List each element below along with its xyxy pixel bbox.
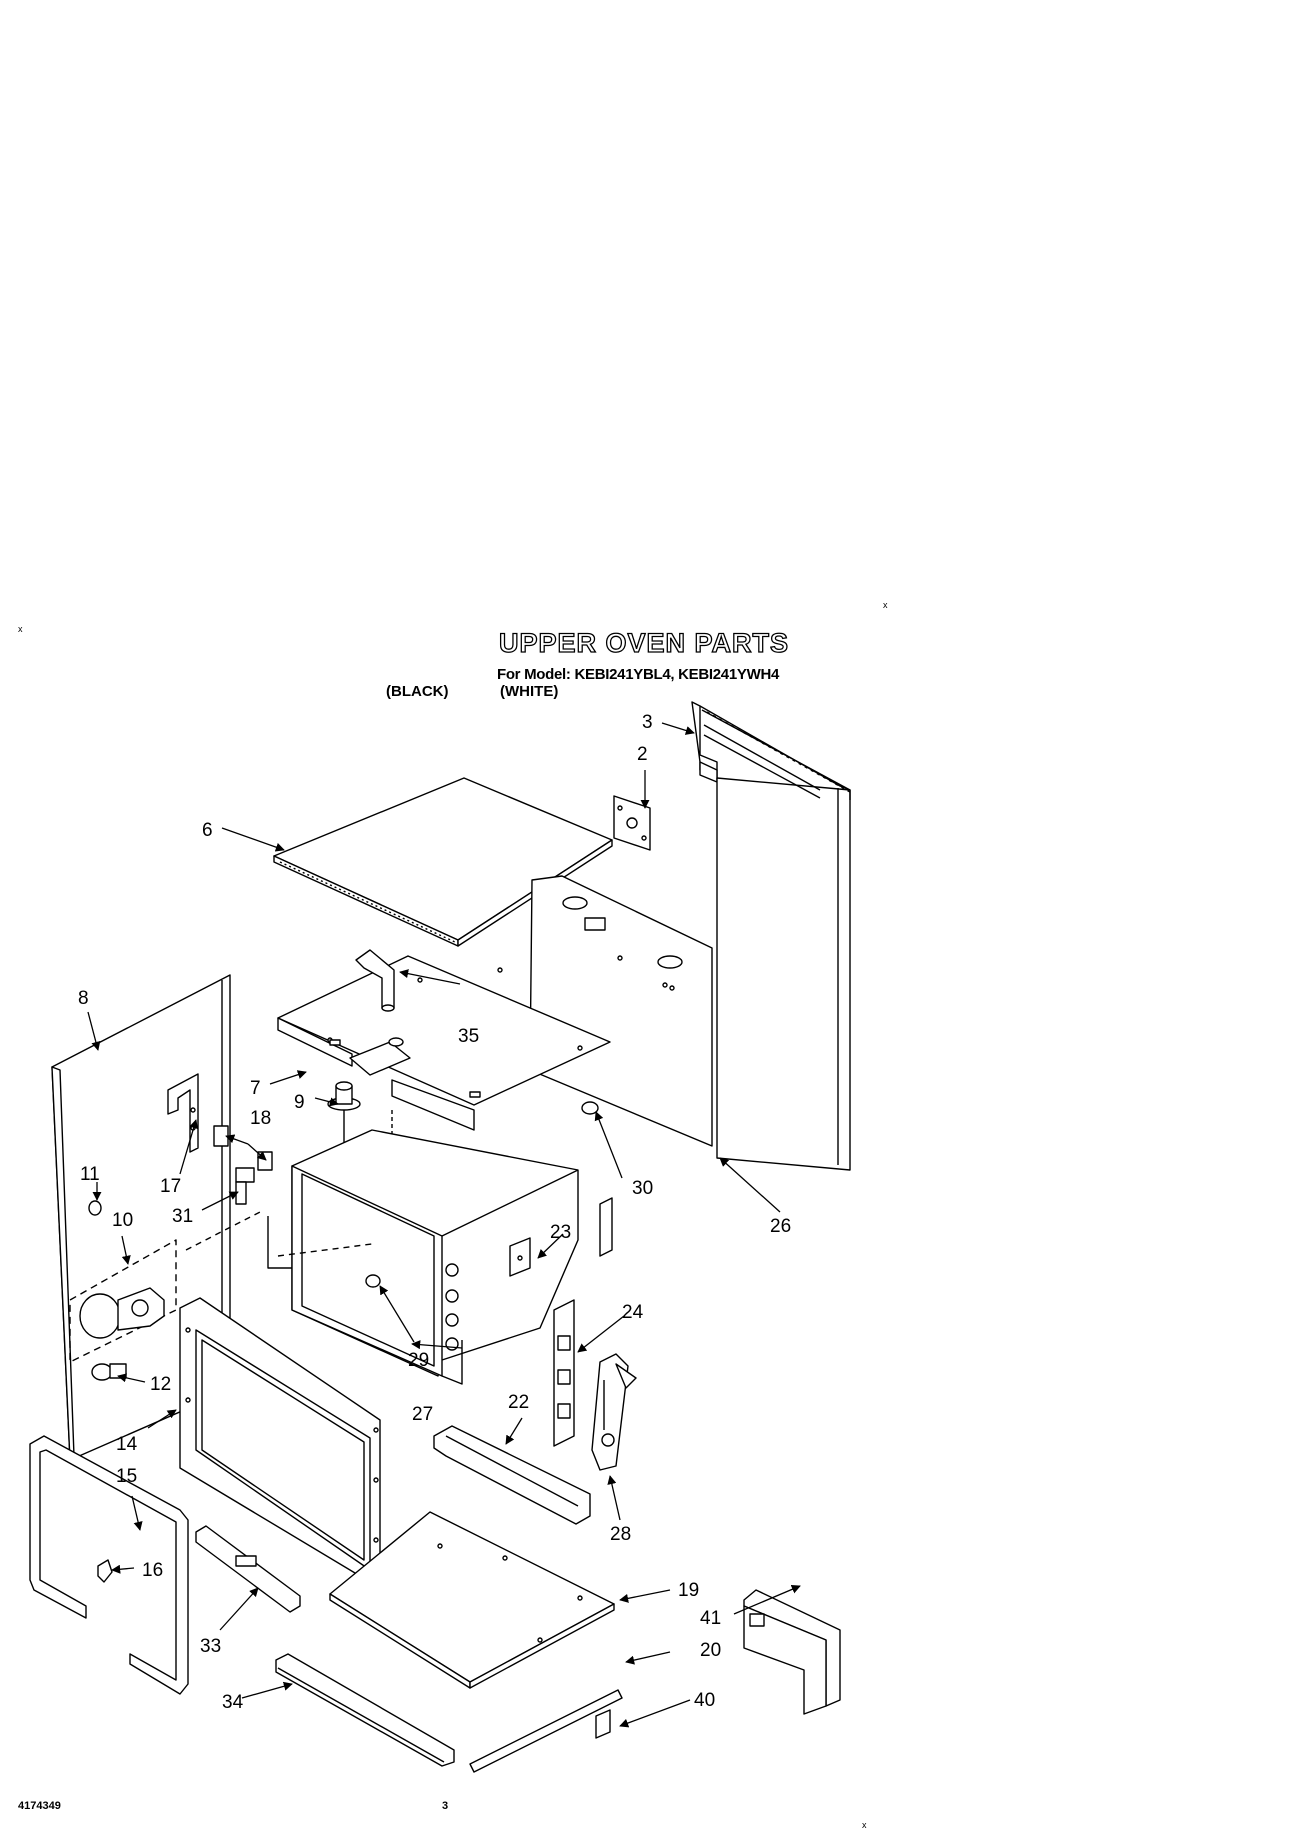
callout-24: 24 [622, 1302, 644, 1323]
callout-2: 2 [637, 744, 648, 765]
part-back-panel [529, 875, 713, 1147]
part-plug [365, 1274, 381, 1288]
part-terminals [213, 1125, 273, 1205]
callout-28: 28 [610, 1524, 631, 1545]
part-rear-panel [691, 701, 851, 1171]
callout-29: 29 [408, 1350, 429, 1371]
callout-labels: 3 2 6 8 7 9 18 17 11 10 31 12 14 15 16 3… [78, 712, 791, 1713]
part-kick-plate [275, 1653, 455, 1767]
part-door-gasket [29, 1435, 189, 1695]
callout-19: 19 [678, 1580, 699, 1601]
corner-mark-right: x [883, 600, 888, 610]
part-bracket-40 [595, 1709, 611, 1739]
callout-3: 3 [642, 712, 653, 733]
part-oven-liner [185, 1129, 613, 1385]
callout-8: 8 [78, 988, 89, 1009]
part-oven-top [277, 955, 611, 1131]
part-hinge-support [553, 1299, 575, 1447]
callout-14: 14 [116, 1434, 138, 1455]
document-number: 4174349 [18, 1800, 61, 1812]
callout-26: 26 [770, 1216, 791, 1237]
part-vent-tube [355, 949, 404, 1047]
callout-18: 18 [250, 1108, 271, 1129]
callout-12: 12 [150, 1374, 171, 1395]
part-trim-strip [469, 1689, 623, 1773]
callout-16: 16 [142, 1560, 163, 1581]
callout-35: 35 [458, 1026, 479, 1047]
callout-31: 31 [172, 1206, 193, 1227]
corner-mark-bottom: x [862, 1820, 867, 1830]
callout-34: 34 [222, 1692, 244, 1713]
part-door-frame [179, 1297, 381, 1589]
callout-15: 15 [116, 1466, 137, 1487]
part-bottom-panel [329, 1511, 615, 1689]
callout-17: 17 [160, 1176, 181, 1197]
part-bracket-2 [613, 795, 651, 851]
corner-mark-left: x [18, 624, 23, 634]
callout-33: 33 [200, 1636, 221, 1657]
part-hinge [591, 1353, 637, 1471]
callout-7: 7 [250, 1078, 261, 1099]
part-lower-bracket-33 [195, 1525, 301, 1613]
model-numbers: For Model: KEBI241YBL4, KEBI241YWH4 [496, 666, 780, 683]
part-rail [433, 1425, 591, 1525]
callout-40: 40 [694, 1690, 715, 1711]
callout-23: 23 [550, 1222, 571, 1243]
part-clip [97, 1559, 113, 1583]
callout-30: 30 [632, 1178, 653, 1199]
color-black-label: (BLACK) [386, 683, 449, 700]
part-plate-23 [509, 1237, 531, 1277]
callout-20: 20 [700, 1640, 721, 1661]
callout-6: 6 [202, 820, 213, 841]
part-cover-41 [743, 1589, 841, 1715]
callout-22: 22 [508, 1392, 529, 1413]
color-white-label: (WHITE) [500, 683, 559, 700]
callout-9: 9 [294, 1092, 305, 1113]
part-lamp-assembly [69, 1200, 177, 1381]
page-number: 3 [442, 1800, 449, 1812]
callout-41: 41 [700, 1608, 721, 1629]
callout-11: 11 [80, 1164, 100, 1185]
callout-10: 10 [112, 1210, 133, 1231]
callout-27: 27 [412, 1404, 433, 1425]
part-plug-30 [581, 1101, 599, 1115]
diagram-title: UPPER OVEN PARTS [498, 627, 790, 658]
